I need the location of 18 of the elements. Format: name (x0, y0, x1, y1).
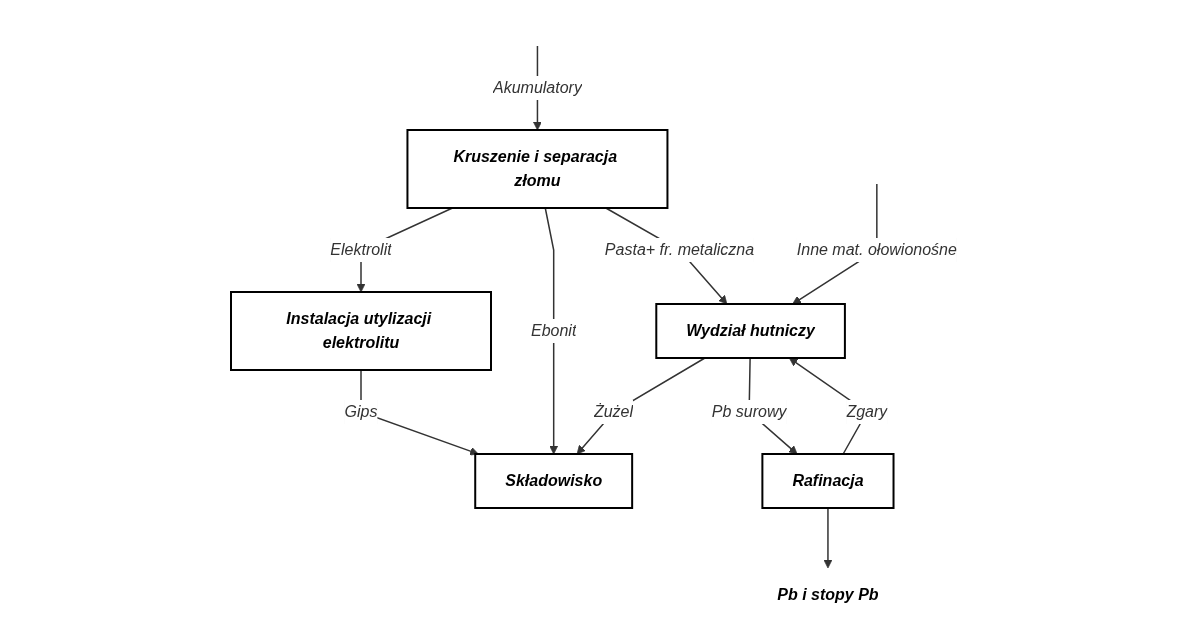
arrow (823, 506, 832, 568)
node-box: Składowisko (473, 452, 633, 509)
node-text: Pb i stopy Pb (776, 585, 879, 603)
node-box: Rafinacja (760, 452, 895, 509)
edge-label: Żużel (593, 402, 633, 420)
edge-label: Pb surowy (711, 402, 787, 420)
arrow (576, 356, 706, 454)
edge-label: Pasta+ fr. metaliczna (604, 240, 754, 258)
node-box: Wydział hutniczy (654, 302, 846, 359)
node-box: Instalacja utylizacji elektrolitu (229, 290, 492, 371)
edge-label: Inne mat. ołowionośne (796, 240, 957, 258)
edge-label: Elektrolit (329, 240, 392, 258)
edge-label: Akumulatory (492, 78, 582, 96)
arrow (544, 206, 558, 454)
edge-label: Zgary (845, 402, 887, 420)
node-box: Kruszenie i separacja złomu (406, 128, 668, 209)
edge-label: Ebonit (530, 321, 576, 339)
edge-label: Gips (344, 402, 377, 420)
